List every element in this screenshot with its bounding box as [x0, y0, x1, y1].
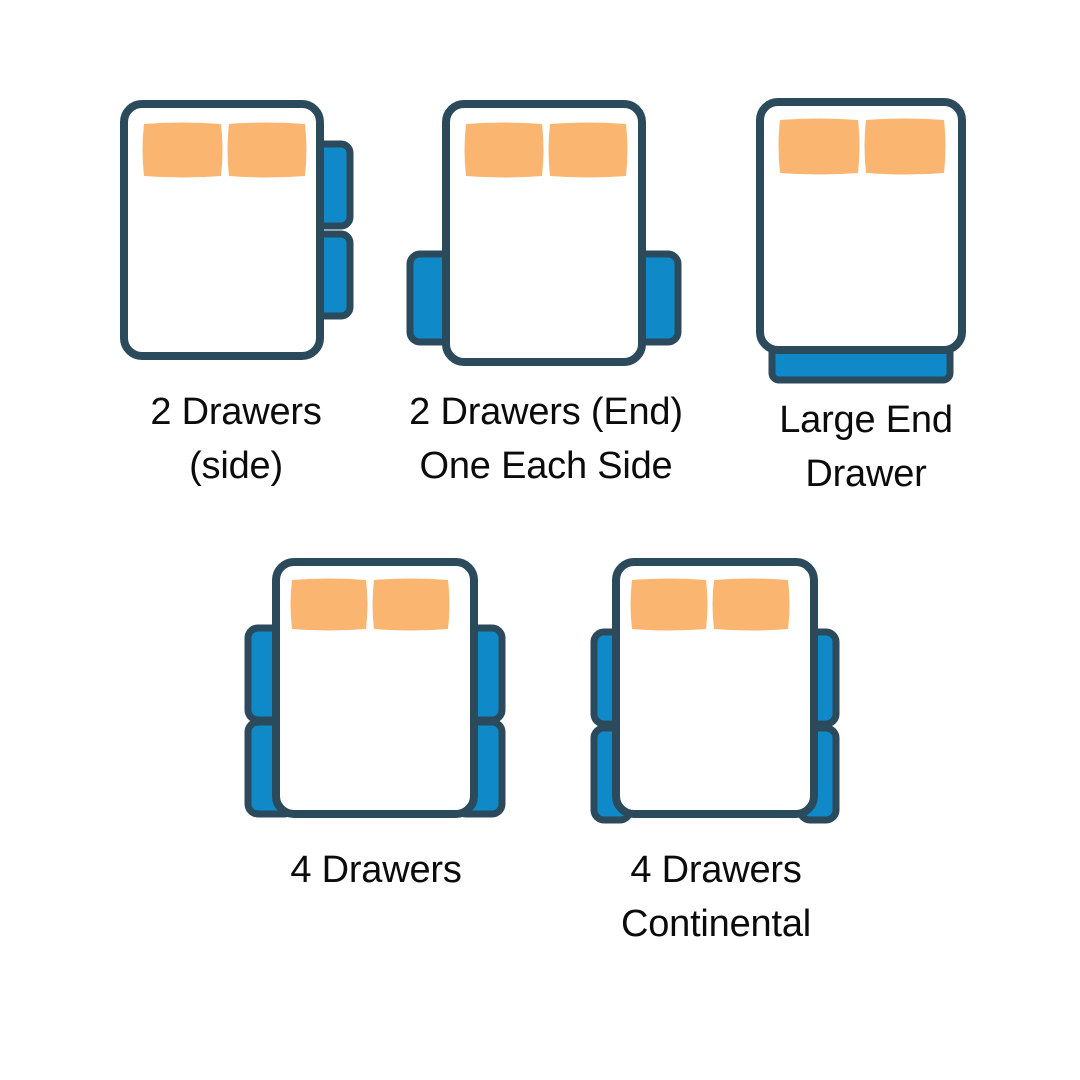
pillow-left	[290, 578, 368, 631]
pillow-left	[464, 122, 544, 178]
pillow-right	[864, 118, 946, 175]
pillow-left	[630, 578, 708, 631]
bed-caption-4-drawers: 4 Drawers	[290, 849, 462, 891]
bed-diagram-2-drawers-end	[406, 100, 682, 366]
bed-caption-large-end-drawer: Large End Drawer	[779, 399, 953, 495]
pillow-right	[227, 122, 307, 178]
pillow-left	[142, 122, 223, 178]
pillow-right	[372, 578, 450, 631]
bed-diagram-4-drawers	[244, 558, 506, 818]
pillow-left	[778, 118, 860, 175]
bed-caption-2-drawers-end: 2 Drawers (End) One Each Side	[409, 391, 683, 487]
pillow-right	[712, 578, 790, 631]
pillow-right	[548, 122, 628, 178]
bed-diagram-4-drawers-continental	[590, 558, 840, 824]
bed-caption-2-drawers-side: 2 Drawers (side)	[150, 391, 322, 487]
bed-caption-4-drawers-continental: 4 Drawers Continental	[620, 849, 812, 945]
bed-diagram-large-end-drawer	[756, 98, 966, 384]
bed-diagram-2-drawers-side	[120, 100, 354, 360]
